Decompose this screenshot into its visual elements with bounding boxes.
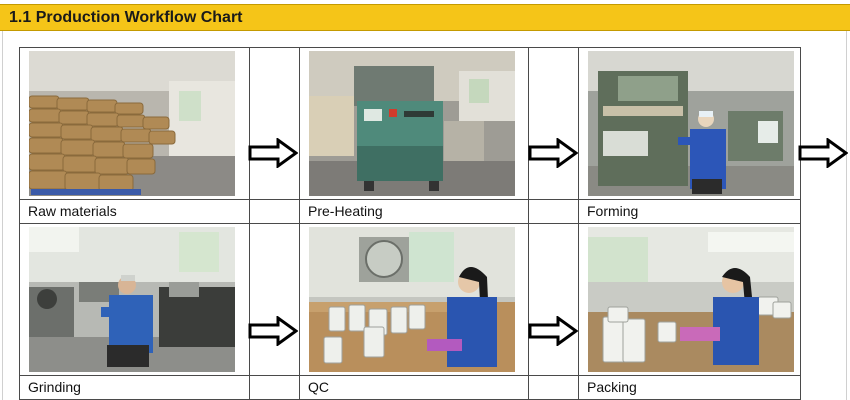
step-label-forming: Forming <box>578 199 801 224</box>
photo-cell-pre-heating <box>299 47 529 200</box>
arrow-cell <box>249 375 300 400</box>
photo-cell-packing <box>578 223 801 376</box>
photo-qc <box>309 227 515 372</box>
photo-forming <box>588 51 794 196</box>
photo-grinding <box>29 227 235 372</box>
step-label-grinding: Grinding <box>19 375 250 400</box>
arrow-cell <box>528 199 579 224</box>
arrow-cell <box>528 375 579 400</box>
photo-cell-raw-materials <box>19 47 250 200</box>
arrow-cell <box>528 223 579 376</box>
step-label-pre-heating: Pre-Heating <box>299 199 529 224</box>
arrow-cell <box>249 47 300 200</box>
right-arrow-icon <box>528 316 578 346</box>
arrow-cell <box>249 199 300 224</box>
workflow-table: Raw materials Pre-Heating Forming <box>19 47 801 400</box>
photo-raw-materials <box>29 51 235 196</box>
right-arrow-icon <box>248 138 298 168</box>
step-label-packing: Packing <box>578 375 801 400</box>
section-title: 1.1 Production Workflow Chart <box>9 9 243 26</box>
arrow-cell <box>528 47 579 200</box>
photo-cell-qc <box>299 223 529 376</box>
arrow-cell <box>249 223 300 376</box>
photo-cell-grinding <box>19 223 250 376</box>
step-label-raw-materials: Raw materials <box>19 199 250 224</box>
right-arrow-icon <box>528 138 578 168</box>
photo-packing <box>588 227 794 372</box>
section-header: 1.1 Production Workflow Chart <box>0 4 850 31</box>
right-arrow-icon <box>248 316 298 346</box>
photo-cell-forming <box>578 47 801 200</box>
photo-pre-heating <box>309 51 515 196</box>
step-label-qc: QC <box>299 375 529 400</box>
content-frame <box>2 31 847 400</box>
right-arrow-icon <box>798 138 848 168</box>
